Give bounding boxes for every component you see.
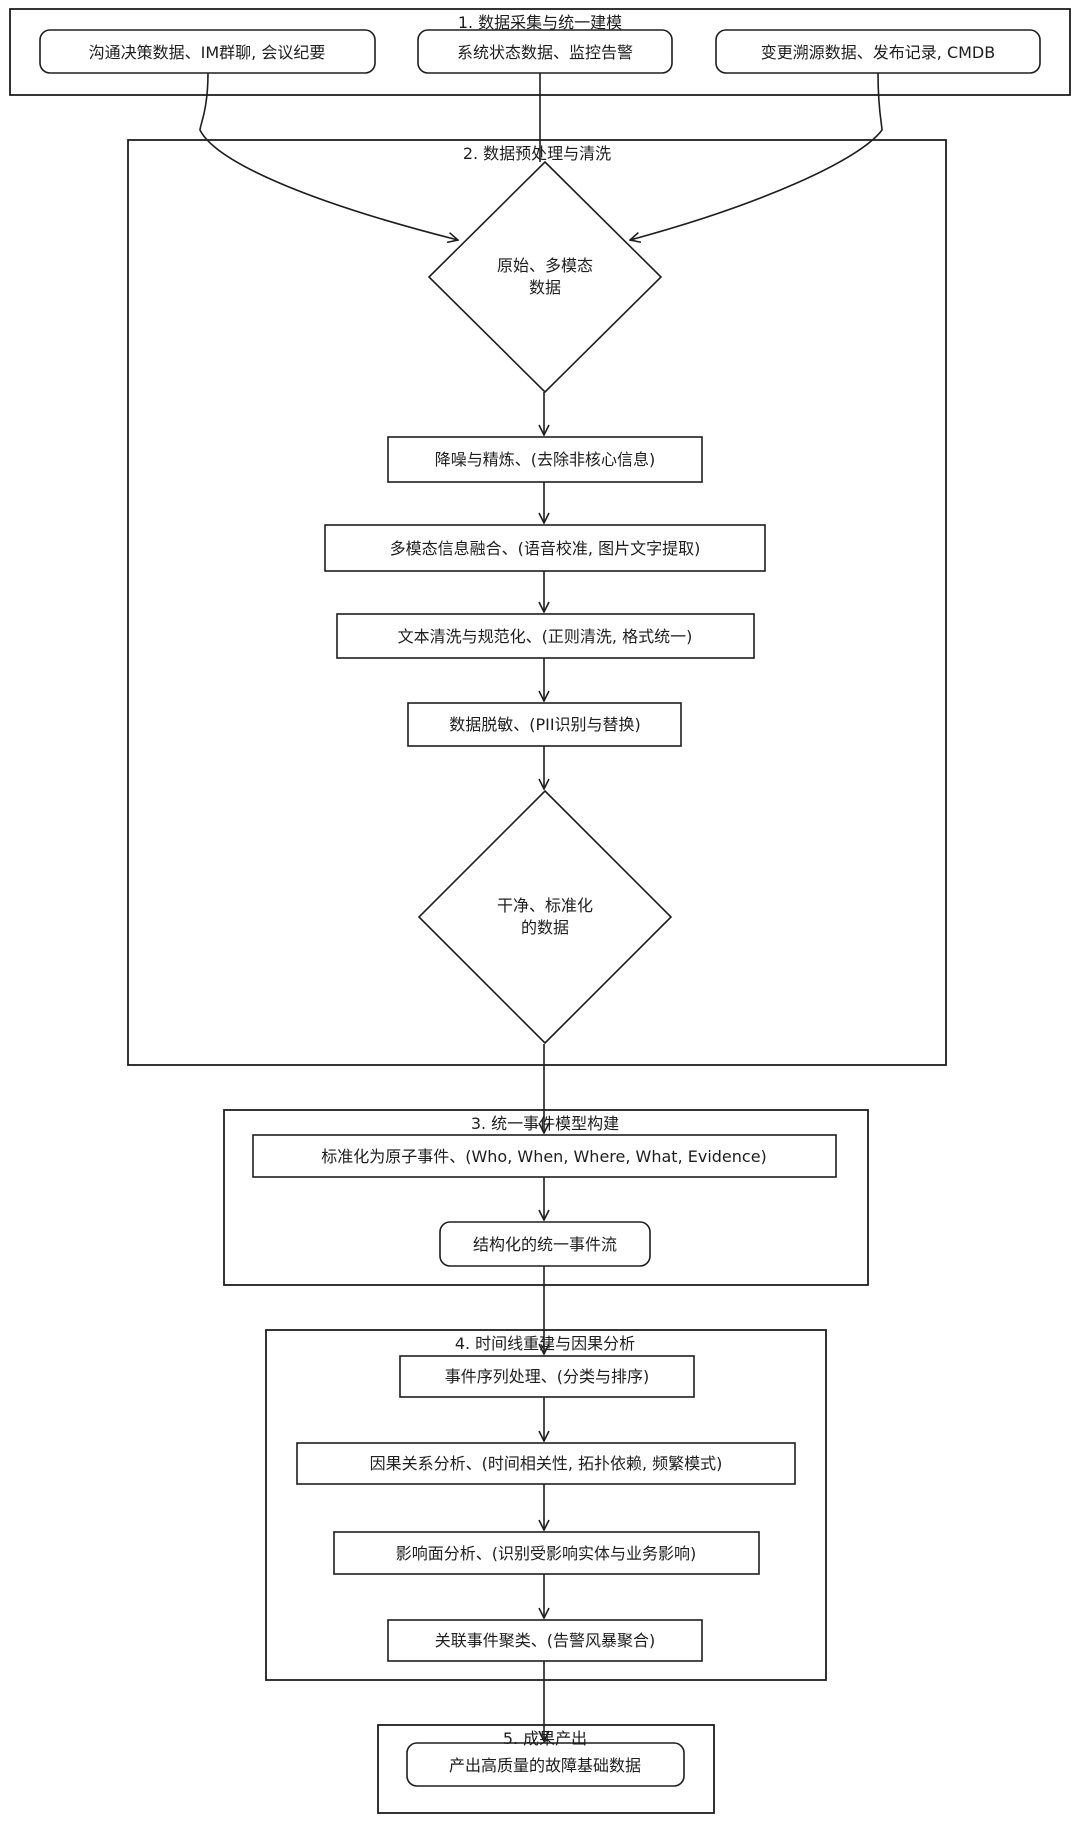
analysis-cluster-label: 关联事件聚类、(告警风暴聚合) [435, 1631, 656, 1650]
section-frame-event-model [223, 1109, 869, 1286]
section-title-analysis: 4. 时间线重建与因果分析 [455, 1334, 635, 1353]
event-stream-label: 结构化的统一事件流 [473, 1235, 617, 1254]
step-multimodal-fusion-label: 多模态信息融合、(语音校准, 图片文字提取) [390, 539, 701, 558]
edges [199, 72, 883, 1741]
step-text-cleaning[interactable]: 文本清洗与规范化、(正则清洗, 格式统一) [336, 613, 755, 659]
raw-diamond-line2: 数据 [529, 278, 561, 297]
edge-source1-to-raw [199, 72, 458, 240]
event-stream-node[interactable]: 结构化的统一事件流 [439, 1221, 651, 1267]
raw-diamond-line1: 原始、多模态 [497, 256, 593, 275]
source-node-comm[interactable]: 沟通决策数据、IM群聊, 会议纪要 [39, 29, 376, 74]
section-title-collection: 1. 数据采集与统一建模 [458, 13, 622, 32]
section-title-output: 5. 成果产出 [503, 1729, 587, 1748]
source-label-change: 变更溯源数据、发布记录, CMDB [761, 43, 995, 62]
analysis-causal-node[interactable]: 因果关系分析、(时间相关性, 拓扑依赖, 频繁模式) [296, 1442, 796, 1485]
clean-diamond-line1: 干净、标准化 [497, 896, 593, 915]
step-desensitize[interactable]: 数据脱敏、(PII识别与替换) [407, 702, 682, 747]
atomic-event-node[interactable]: 标准化为原子事件、(Who, When, Where, What, Eviden… [252, 1134, 837, 1178]
clean-data-diamond[interactable]: 干净、标准化 的数据 [417, 789, 673, 1045]
analysis-impact-node[interactable]: 影响面分析、(识别受影响实体与业务影响) [333, 1531, 760, 1575]
source-label-status: 系统状态数据、监控告警 [457, 43, 633, 62]
section-title-event-model: 3. 统一事件模型构建 [471, 1114, 619, 1133]
analysis-impact-label: 影响面分析、(识别受影响实体与业务影响) [396, 1544, 697, 1563]
section-frame-preprocess [127, 139, 947, 1066]
raw-data-diamond[interactable]: 原始、多模态 数据 [427, 160, 663, 394]
step-denoise[interactable]: 降噪与精炼、(去除非核心信息) [387, 436, 703, 483]
section-frame-output [377, 1724, 715, 1814]
step-multimodal-fusion[interactable]: 多模态信息融合、(语音校准, 图片文字提取) [324, 524, 766, 572]
source-label-comm: 沟通决策数据、IM群聊, 会议纪要 [89, 43, 326, 62]
output-label: 产出高质量的故障基础数据 [449, 1756, 641, 1775]
section-title-preprocess: 2. 数据预处理与清洗 [463, 144, 611, 163]
source-node-status[interactable]: 系统状态数据、监控告警 [417, 29, 673, 74]
atomic-event-label: 标准化为原子事件、(Who, When, Where, What, Eviden… [321, 1147, 767, 1166]
section-frame-analysis [265, 1329, 827, 1681]
output-node[interactable]: 产出高质量的故障基础数据 [406, 1742, 685, 1787]
analysis-causal-label: 因果关系分析、(时间相关性, 拓扑依赖, 频繁模式) [370, 1454, 723, 1473]
analysis-sequence-node[interactable]: 事件序列处理、(分类与排序) [399, 1355, 695, 1398]
step-denoise-label: 降噪与精炼、(去除非核心信息) [435, 450, 656, 469]
edge-source3-to-raw [630, 72, 883, 240]
step-text-cleaning-label: 文本清洗与规范化、(正则清洗, 格式统一) [398, 627, 693, 646]
source-node-change[interactable]: 变更溯源数据、发布记录, CMDB [715, 29, 1041, 74]
analysis-sequence-label: 事件序列处理、(分类与排序) [445, 1367, 650, 1386]
clean-diamond-line2: 的数据 [521, 918, 569, 937]
step-desensitize-label: 数据脱敏、(PII识别与替换) [449, 715, 641, 734]
analysis-cluster-node[interactable]: 关联事件聚类、(告警风暴聚合) [387, 1619, 703, 1662]
